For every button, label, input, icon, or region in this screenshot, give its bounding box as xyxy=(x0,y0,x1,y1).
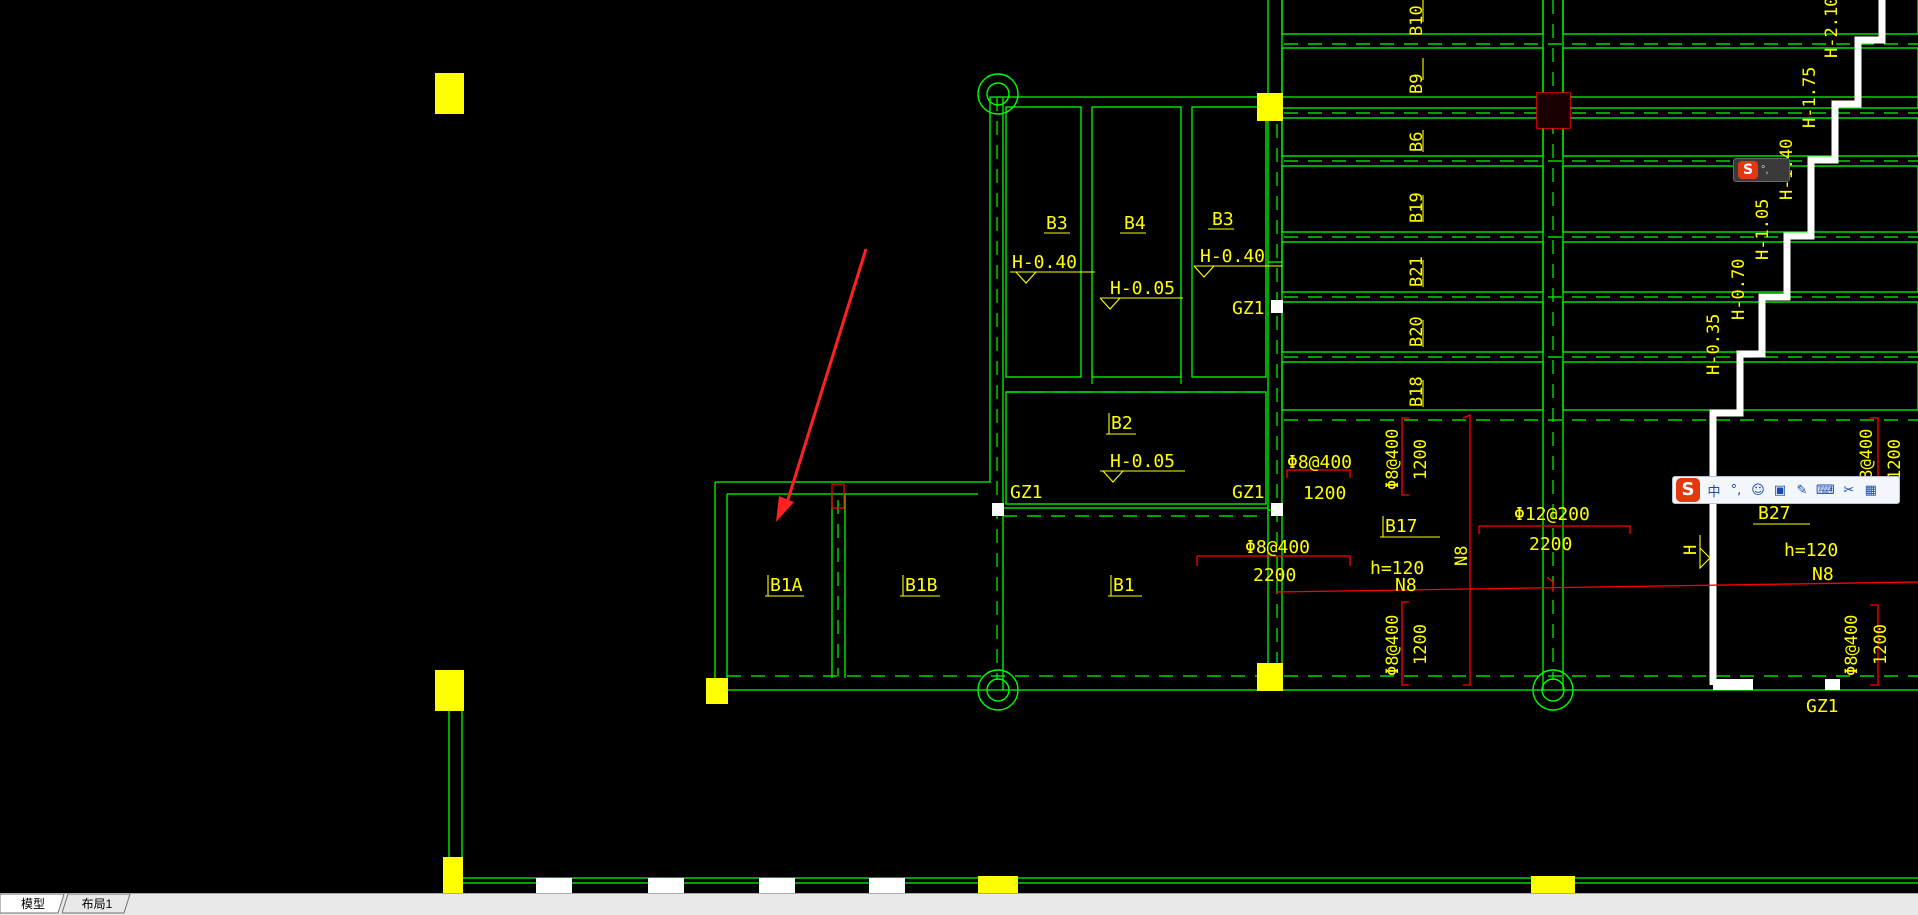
small-columns xyxy=(536,300,1283,893)
smiley-icon[interactable]: ☺ xyxy=(1751,482,1765,498)
label-rebar-v4: Φ8@400 xyxy=(1842,615,1862,676)
rebar-lines xyxy=(1196,414,1918,686)
label-n8-b: N8 xyxy=(1812,564,1834,585)
label-b4: B4 xyxy=(1124,213,1146,234)
label-len-v4: 1200 xyxy=(1871,624,1891,665)
label-b3-left: B3 xyxy=(1046,213,1068,234)
leader-marks xyxy=(765,0,1810,597)
label-n8-a: N8 xyxy=(1395,575,1417,596)
label-len-v1: 1200 xyxy=(1411,439,1431,480)
sogou-logo-icon[interactable]: S xyxy=(1738,161,1758,179)
label-h005-b4: H-0.05 xyxy=(1110,278,1175,299)
label-h105: H-1.05 xyxy=(1753,199,1773,260)
slab-labels: B1A B1B B1 B2 B3 B4 B3 B17 B27 H-0.40 H-… xyxy=(770,209,1839,717)
label-h120-a: h=120 xyxy=(1370,558,1424,579)
label-b1a: B1A xyxy=(770,575,803,596)
label-h070: H-0.70 xyxy=(1729,259,1749,320)
ime-punct-toggle[interactable]: °, xyxy=(1730,482,1742,498)
label-len-2200-c: 2200 xyxy=(1529,534,1572,555)
layout-tab-bar: 模型 布局1 xyxy=(0,893,1918,915)
tab-model-label: 模型 xyxy=(20,897,45,911)
label-b27: B27 xyxy=(1758,503,1791,524)
ime-mini-punct: °, xyxy=(1761,164,1769,176)
label-h210: H-2.10 xyxy=(1822,0,1842,58)
label-h035: H-0.35 xyxy=(1704,314,1724,375)
label-h040-left: H-0.40 xyxy=(1012,252,1077,273)
label-b21: B21 xyxy=(1407,256,1427,287)
label-b20: B20 xyxy=(1407,316,1427,347)
label-gz1-a: GZ1 xyxy=(1010,482,1043,503)
label-b18: B18 xyxy=(1407,376,1427,407)
label-h-small: H xyxy=(1681,545,1701,555)
stair-outline xyxy=(1709,0,1886,685)
label-gz1-c: GZ1 xyxy=(1232,298,1265,319)
ime-toolbar[interactable]: S 中 °, ☺ ▣ ✎ ⌨ ✂ ▦ xyxy=(1672,476,1900,504)
label-len-2200-b: 2200 xyxy=(1253,565,1296,586)
label-len-1200-a: 1200 xyxy=(1303,483,1346,504)
label-b9: B9 xyxy=(1407,74,1427,94)
label-rebar-12-200: Φ12@200 xyxy=(1514,504,1590,525)
label-gz1-b: GZ1 xyxy=(1232,482,1265,503)
drawing-canvas[interactable]: B1A B1B B1 B2 B3 B4 B3 B17 B27 H-0.40 H-… xyxy=(0,0,1918,893)
vertical-labels: B10 B9 B6 B19 B21 B20 B18 Φ8@400 1200 Φ8… xyxy=(1383,0,1905,676)
label-b1: B1 xyxy=(1113,575,1135,596)
label-b1b: B1B xyxy=(905,575,938,596)
label-b2: B2 xyxy=(1111,413,1133,434)
ime-mode-toggle[interactable]: 中 xyxy=(1707,484,1721,500)
grid-icon[interactable]: ▦ xyxy=(1864,482,1877,498)
label-len-v3: 1200 xyxy=(1885,439,1905,480)
label-b3-right: B3 xyxy=(1212,209,1234,230)
label-rebar-8-400-a: Φ8@400 xyxy=(1287,452,1352,473)
label-h120-b: h=120 xyxy=(1784,540,1838,561)
label-b17: B17 xyxy=(1385,516,1418,537)
label-h005-b2: H-0.05 xyxy=(1110,451,1175,472)
red-arrow-annotation xyxy=(776,248,868,522)
tab-model[interactable]: 模型 xyxy=(0,894,66,914)
label-b6: B6 xyxy=(1407,132,1427,152)
label-b19: B19 xyxy=(1407,192,1427,223)
label-rebar-v2: Φ8@400 xyxy=(1383,615,1403,676)
tab-layout1-label: 布局1 xyxy=(81,897,113,911)
label-rebar-v3: Φ8@400 xyxy=(1857,429,1877,490)
label-gz1-d: GZ1 xyxy=(1806,696,1839,717)
pen-icon[interactable]: ✎ xyxy=(1796,482,1808,498)
wall-lines xyxy=(448,0,1918,884)
pile-circles xyxy=(977,73,1574,711)
label-h175: H-1.75 xyxy=(1800,67,1820,128)
label-len-v2: 1200 xyxy=(1411,624,1431,665)
keyboard-icon[interactable]: ⌨ xyxy=(1816,482,1835,498)
label-h040-right: H-0.40 xyxy=(1200,246,1265,267)
scissors-icon[interactable]: ✂ xyxy=(1843,482,1855,498)
tab-layout1[interactable]: 布局1 xyxy=(62,894,132,914)
ime-mini-toolbar[interactable]: S °, xyxy=(1733,158,1790,182)
label-n8-c: N8 xyxy=(1452,546,1472,566)
voice-icon[interactable]: ▣ xyxy=(1773,482,1787,498)
label-rebar-v1: Φ8@400 xyxy=(1383,429,1403,490)
sogou-logo-icon[interactable]: S xyxy=(1676,478,1700,502)
label-b10: B10 xyxy=(1407,5,1427,36)
label-rebar-8-400-b: Φ8@400 xyxy=(1245,537,1310,558)
columns xyxy=(435,73,1575,893)
